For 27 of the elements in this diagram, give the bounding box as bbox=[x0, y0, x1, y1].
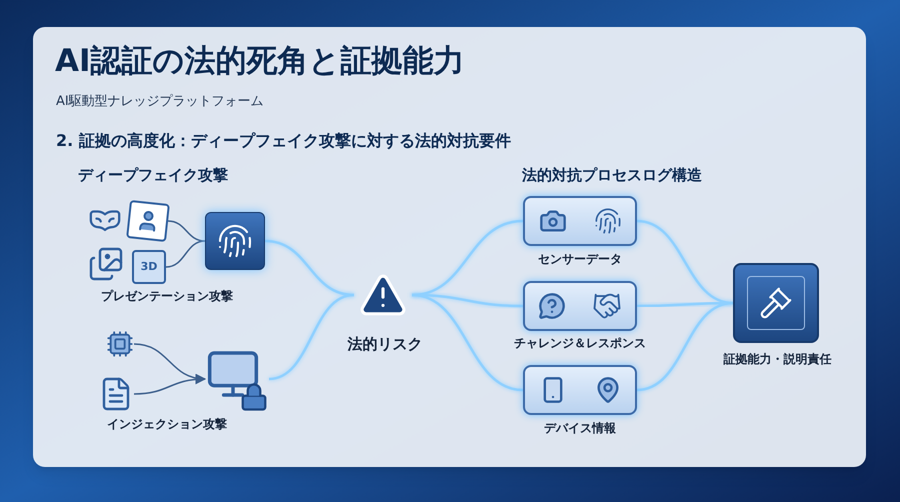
column-heading: 法的対抗プロセスログ構造 bbox=[522, 165, 702, 186]
node-caption: センサーデータ bbox=[537, 251, 623, 268]
section-heading: 2. 証拠の高度化：ディープフェイク攻撃に対する法的対抗要件 bbox=[56, 130, 511, 152]
group-caption: プレゼンテーション攻撃 bbox=[100, 288, 234, 305]
node-caption: 証拠能力・説明責任 bbox=[722, 351, 832, 368]
connector bbox=[636, 220, 734, 304]
connector bbox=[134, 374, 206, 395]
column-heading: ディープフェイク攻撃 bbox=[78, 165, 228, 186]
connector bbox=[166, 240, 206, 268]
node-caption: 法的リスク bbox=[346, 334, 424, 355]
safe-icon bbox=[733, 263, 819, 343]
connector bbox=[412, 220, 524, 296]
log-card bbox=[523, 281, 637, 331]
connector bbox=[268, 294, 354, 380]
connector bbox=[636, 302, 734, 392]
fingerprint-scanner-icon bbox=[205, 212, 265, 270]
cube-icon: 3D bbox=[132, 250, 166, 284]
log-card bbox=[523, 365, 637, 415]
title: AI認証の法的死角と証拠能力 bbox=[55, 42, 465, 81]
connector bbox=[412, 294, 524, 392]
connector bbox=[168, 220, 206, 242]
node-caption: チャレンジ＆レスポンス bbox=[513, 335, 647, 352]
subtitle: AI駆動型ナレッジプラットフォーム bbox=[56, 93, 264, 111]
connector bbox=[264, 240, 354, 296]
node-caption: デバイス情報 bbox=[543, 420, 617, 437]
log-card bbox=[523, 196, 637, 246]
group-caption: インジェクション攻撃 bbox=[106, 416, 228, 433]
